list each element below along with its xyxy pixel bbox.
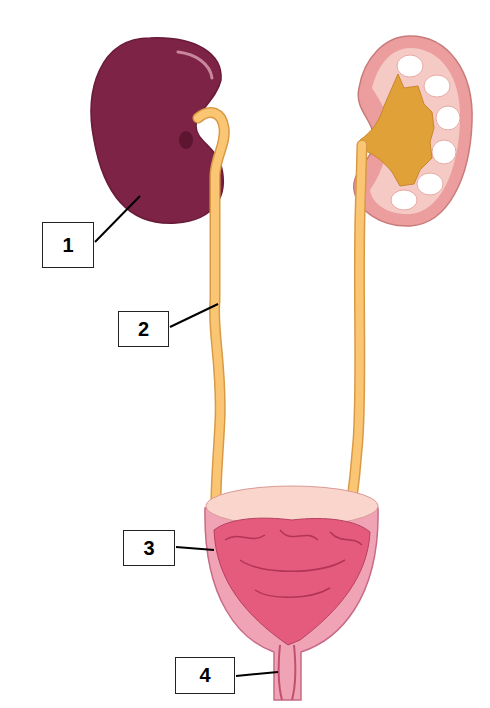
callout-number: 4 bbox=[199, 664, 210, 687]
callout-box: 3 bbox=[123, 530, 175, 566]
callout-box: 2 bbox=[118, 311, 169, 347]
kidney-section bbox=[354, 36, 472, 226]
callout-box: 4 bbox=[175, 657, 235, 694]
ureter bbox=[350, 145, 362, 515]
callout-box: 1 bbox=[42, 222, 94, 268]
urethra-lumen bbox=[279, 645, 296, 700]
bladder-folds bbox=[225, 530, 362, 597]
leader-lines bbox=[95, 196, 278, 676]
callout-number: 2 bbox=[138, 318, 149, 341]
leader-line bbox=[176, 547, 214, 550]
leader-line bbox=[170, 304, 218, 327]
leader-line bbox=[95, 196, 140, 242]
ureter-outline bbox=[350, 145, 362, 515]
renal-pelvis bbox=[360, 74, 434, 186]
bladder-lumen bbox=[214, 518, 370, 645]
callout-number: 1 bbox=[62, 234, 73, 257]
leader-line bbox=[236, 672, 278, 676]
ureter-outline bbox=[198, 113, 224, 515]
callout-number: 3 bbox=[143, 537, 154, 560]
kidney bbox=[91, 38, 223, 223]
kidney-highlight bbox=[178, 52, 212, 78]
ureter bbox=[198, 113, 224, 515]
kidney-hilum bbox=[179, 131, 193, 149]
